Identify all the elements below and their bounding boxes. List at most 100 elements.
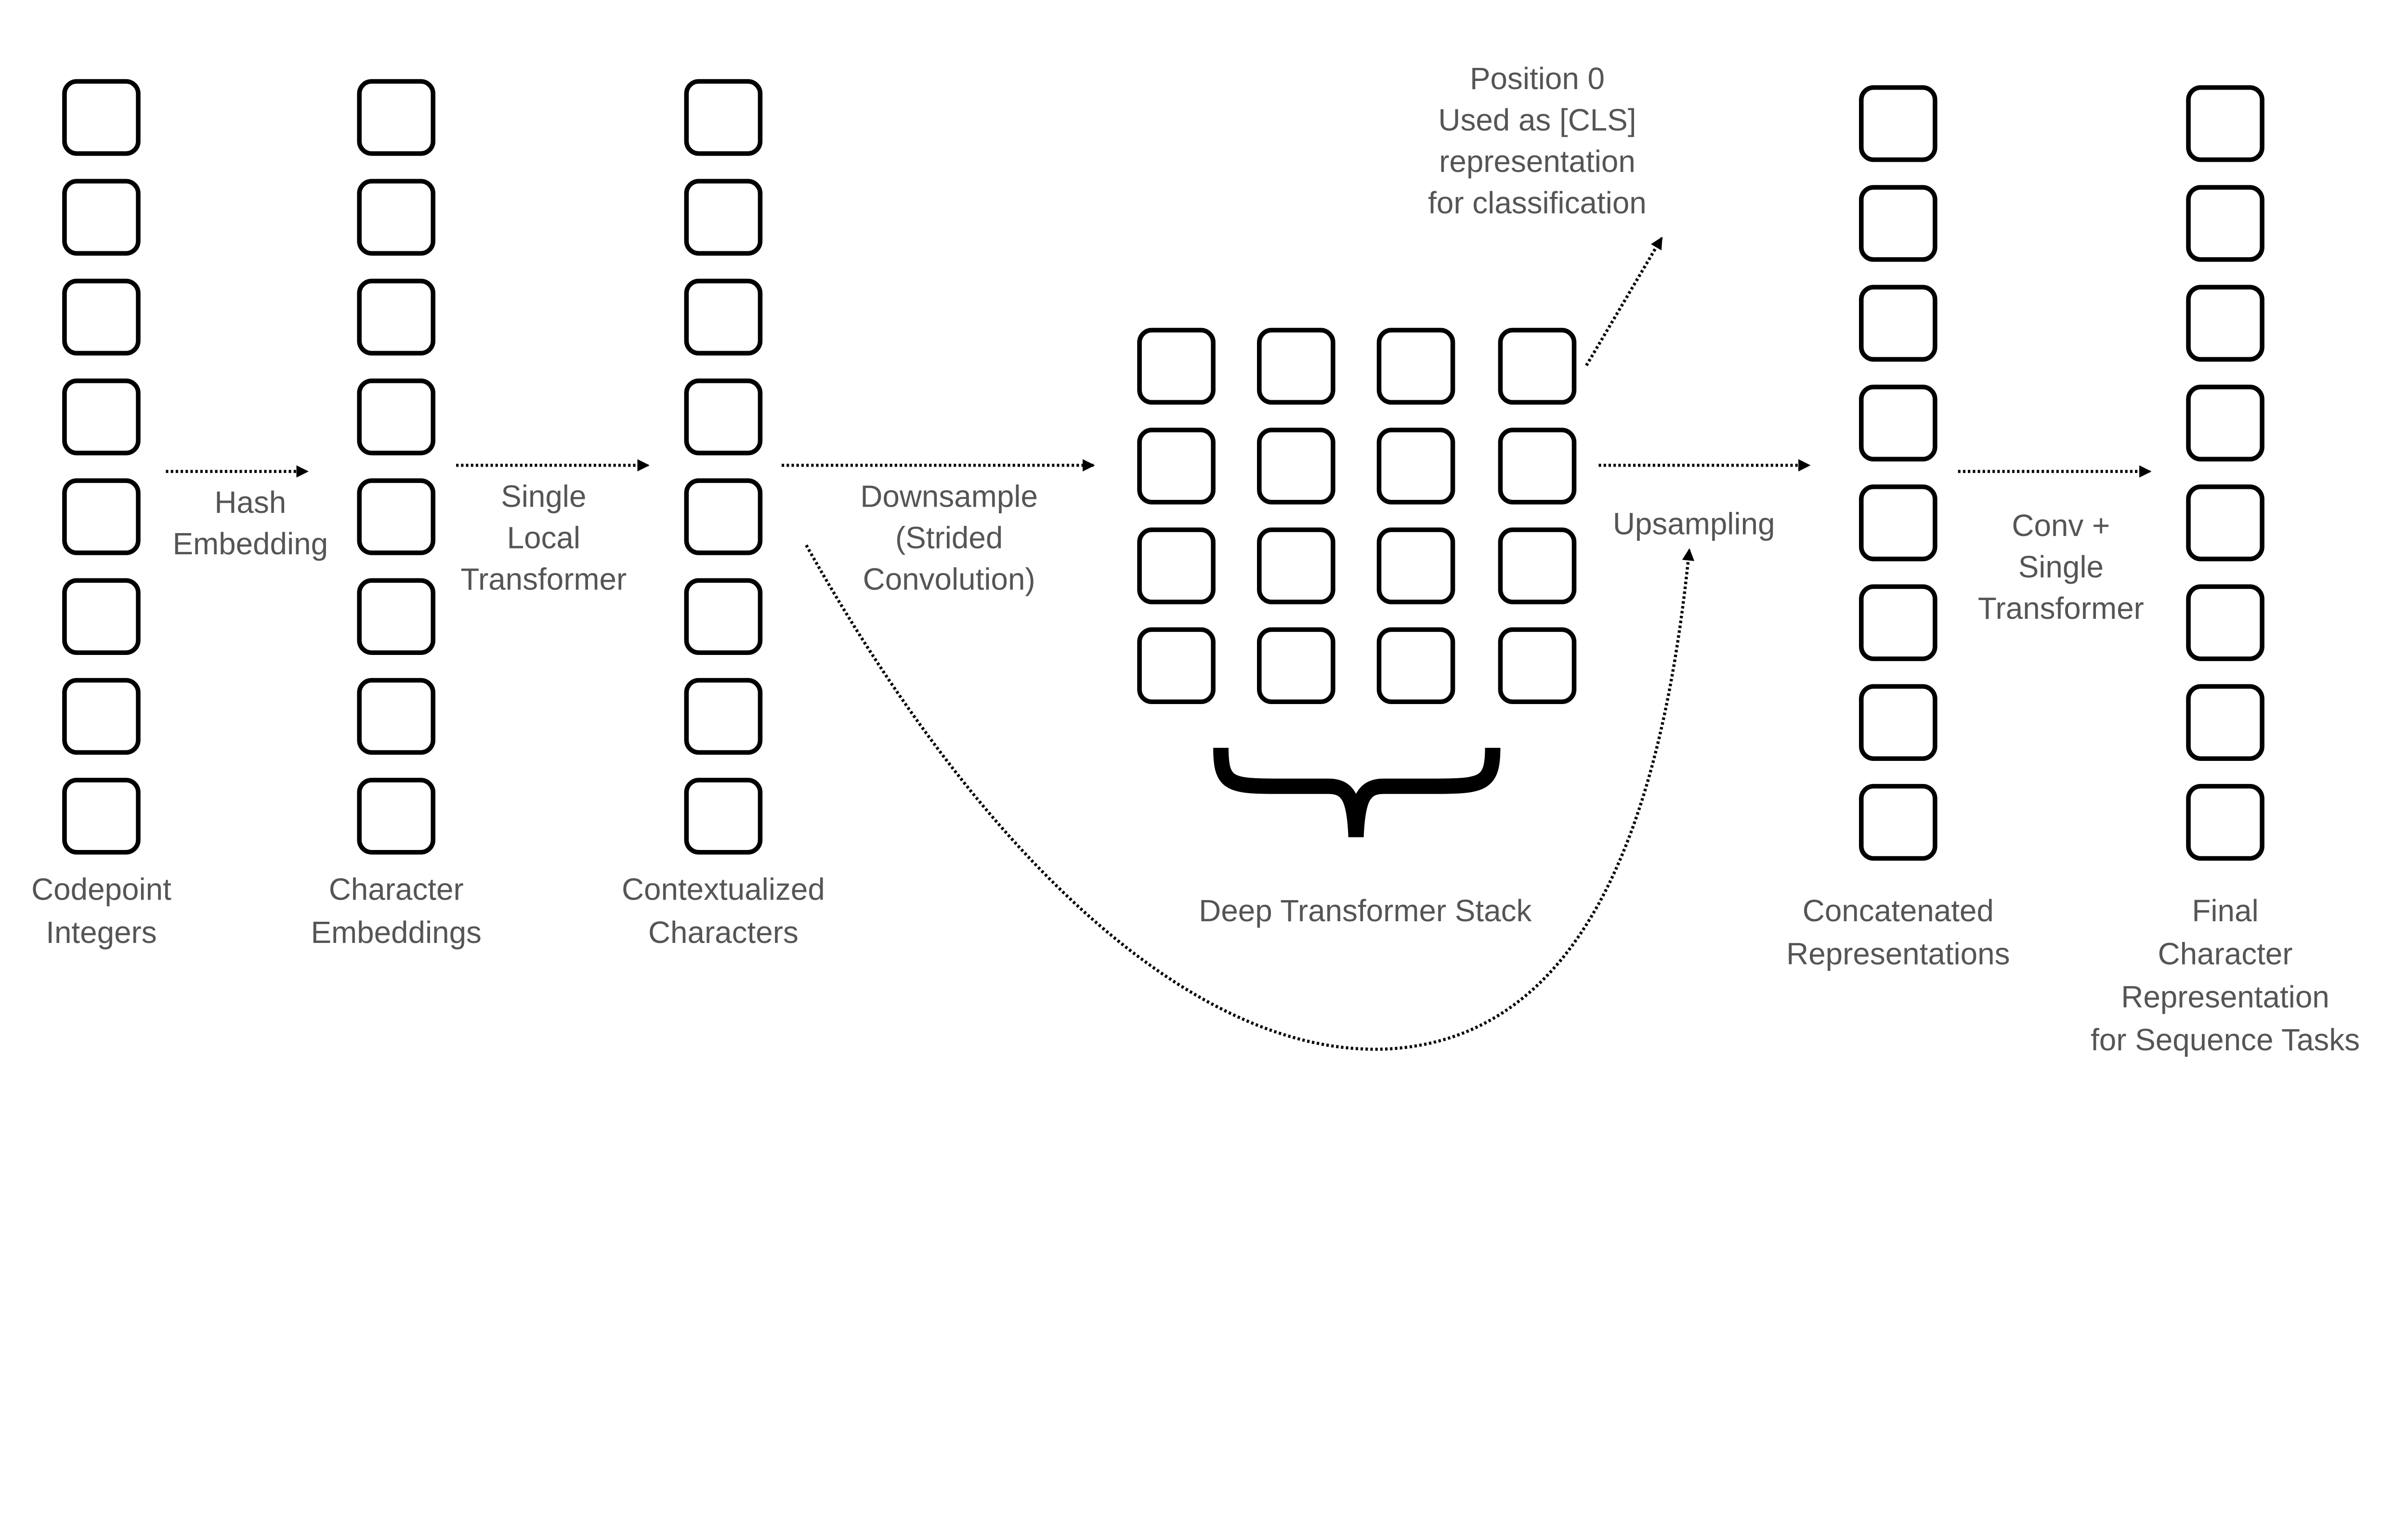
column-0-cell (62, 179, 141, 256)
column-2-cell (684, 179, 763, 256)
grid-label: Deep Transformer Stack (1199, 893, 1531, 928)
column-1-cell (357, 179, 436, 256)
transformer-grid-cell (1498, 527, 1577, 604)
column-4-cell (2186, 285, 2264, 362)
label-line: Hash (214, 485, 286, 520)
label-line: Local (507, 520, 580, 555)
label-line: Representations (1786, 937, 2010, 971)
label-line: Embeddings (311, 915, 481, 950)
transformer-grid-cell (1257, 428, 1335, 505)
column-4-cell (2186, 584, 2264, 661)
label-line: Character (2158, 937, 2293, 971)
column-2-cell (684, 778, 763, 855)
column-3-cell (1859, 584, 1937, 661)
transformer-grid-cell (1376, 627, 1455, 705)
label-line: Downsample (860, 479, 1038, 513)
column-3-cell (1859, 185, 1937, 262)
column-1-cell (357, 278, 436, 356)
column-4-cell (2186, 85, 2264, 162)
transformer-grid-cell (1137, 327, 1216, 405)
column-1-cell (357, 678, 436, 755)
column-0-cell (62, 379, 141, 456)
label-line: for classification (1428, 185, 1647, 220)
column-3-cell (1859, 684, 1937, 761)
label-line: Used as [CLS] (1438, 103, 1636, 137)
column-2-cell (684, 379, 763, 456)
transformer-grid-cell (1376, 428, 1455, 505)
column-0-cell (62, 778, 141, 855)
label-line: Transformer (1978, 591, 2144, 626)
column-1-cell (357, 478, 436, 555)
column-0-cell (62, 278, 141, 356)
column-3-cell (1859, 384, 1937, 462)
column-4-cell (2186, 484, 2264, 562)
column-1-cell (357, 578, 436, 655)
transformer-grid-cell (1257, 327, 1335, 405)
column-4-cell (2186, 784, 2264, 861)
transformer-grid-cell (1137, 527, 1216, 604)
column-2-cell (684, 79, 763, 156)
column-4-cell (2186, 684, 2264, 761)
label-line: Final (2192, 893, 2258, 928)
label-line: Embedding (172, 526, 328, 561)
column-0-cell (62, 678, 141, 755)
label-line: Contextualized (622, 872, 825, 907)
transformer-grid-cell (1137, 627, 1216, 705)
label-line: Character (329, 872, 464, 907)
label-line: Single (2018, 549, 2104, 584)
column-4-cell (2186, 384, 2264, 462)
label-line: Representation (2121, 980, 2329, 1014)
column-3-cell (1859, 484, 1937, 562)
transformer-grid-cell (1376, 327, 1455, 405)
label-line: representation (1439, 144, 1636, 179)
cls-note: Position 0 Used as [CLS] representation for… (1428, 61, 1647, 220)
arrow-residual-skip (805, 544, 1695, 1051)
column-2-cell (684, 278, 763, 356)
transformer-grid-cell (1137, 428, 1216, 505)
label-line: Conv + (2012, 508, 2110, 543)
column-2-cell (684, 678, 763, 755)
transformer-grid-cell (1498, 627, 1577, 705)
label-line: Characters (648, 915, 798, 950)
column-3-cell (1859, 285, 1937, 362)
transformer-grid-cell (1498, 428, 1577, 505)
edge-label: Upsampling (1613, 507, 1775, 541)
label-line: Transformer (460, 562, 627, 596)
label-line: Single (501, 479, 586, 513)
arrow-cls (1585, 236, 1663, 366)
column-2-cell (684, 478, 763, 555)
transformer-grid-cell (1257, 527, 1335, 604)
column-3-cell (1859, 85, 1937, 162)
label-line: (Strided (895, 520, 1003, 555)
label-line: Position 0 (1470, 61, 1605, 96)
column-1-cell (357, 778, 436, 855)
column-3-cell (1859, 784, 1937, 861)
column-4-cell (2186, 185, 2264, 262)
transformer-grid-cell (1498, 327, 1577, 405)
label-line: Upsampling (1613, 507, 1775, 541)
column-0-cell (62, 578, 141, 655)
column-0-cell (62, 79, 141, 156)
label-line: Integers (46, 915, 157, 950)
label-line: for Sequence Tasks (2091, 1022, 2360, 1057)
label-line: Codepoint (31, 872, 171, 907)
column-2-cell (684, 578, 763, 655)
column-1-cell (357, 79, 436, 156)
column-0-cell (62, 478, 141, 555)
label-line: Convolution) (863, 562, 1035, 596)
column-1-cell (357, 379, 436, 456)
label-line: Concatenated (1803, 893, 1994, 928)
brace-icon (1213, 747, 1501, 837)
transformer-grid-cell (1257, 627, 1335, 705)
transformer-grid-cell (1376, 527, 1455, 604)
